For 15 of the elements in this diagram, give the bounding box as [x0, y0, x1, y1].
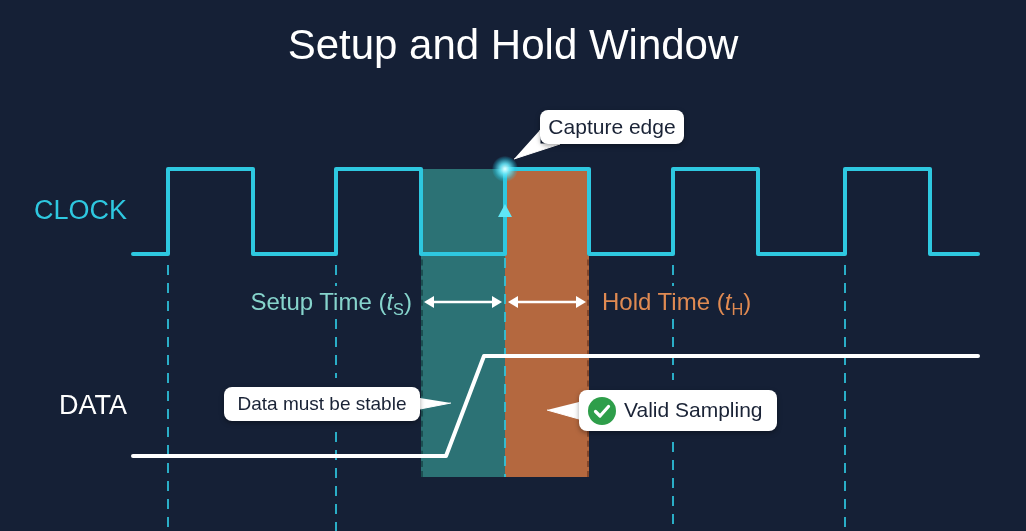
callout-text: Valid Sampling [624, 398, 763, 423]
callout-pointer [546, 401, 580, 420]
time-label: Hold Time (t$_{H}$) [602, 287, 752, 317]
callout-pointer [419, 397, 452, 410]
time-label: Setup Time (t$_{S}$) [250, 287, 412, 317]
callout-text: Capture edge [548, 114, 676, 140]
shaded-region [421, 169, 505, 477]
signal-label: DATA [59, 388, 127, 422]
title: Setup and Hold Window [287, 20, 739, 70]
callout-bubble [579, 390, 777, 431]
callout-bubble [224, 387, 420, 421]
shaded-region [505, 169, 589, 477]
signal-label: CLOCK [33, 193, 127, 227]
callout-pointer [513, 129, 561, 160]
callout-text: Data must be stable [237, 393, 407, 415]
